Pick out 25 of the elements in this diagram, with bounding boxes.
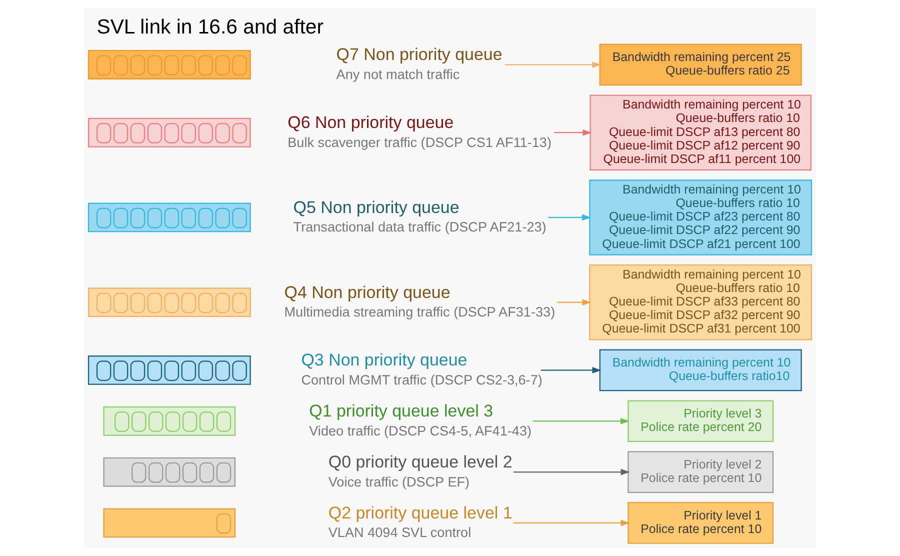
arrow (505, 62, 602, 68)
node-text: Q5 Non priority queue Transactional data traffic (DSCP AF21-23) (293, 198, 546, 235)
node-box: Bandwidth remaining percent 10 Queue-buffers ratio10 (599, 349, 802, 392)
arrow (513, 520, 630, 526)
node-text: Q4 Non priority queue Multimedia streaming traffic (DSCP AF31-33) (284, 282, 556, 320)
node-text: Q6 Non priority queue Bulk scavenger traffic (DSCP CS1 AF11-13) (288, 113, 552, 150)
node-box: Bandwidth remaining percent 10 Queue-buffers ratio 10 Queue-limit DSCP af13 percent 80 Queue-limit DSCP af12 percent 90 Queue-limit DSCP af11 percent 100 (590, 94, 812, 171)
node-text: Q2 priority queue level 1 VLAN 4094 SVL control (328, 503, 512, 540)
arrow (557, 299, 592, 306)
node-box: Priority level 1 Police rate percent 10 (628, 502, 774, 544)
arrow (513, 468, 630, 476)
node-box: Bandwidth remaining percent 10 Queue-buffers ratio 10 Queue-limit DSCP af23 percent 80 Queue-limit DSCP af22 percent 90 Queue-limit DSCP af21 percent 100 (589, 180, 812, 256)
arrow (548, 214, 592, 221)
node-box: Bandwidth remaining percent 25 Queue-buffers ratio 25 (599, 44, 802, 86)
node-box: Bandwidth remaining percent 10 Queue-buffers ratio 10 Queue-limit DSCP af33 percent 80 Queue-limit DSCP af32 percent 90 Queue-limit DSCP af31 percent 100 (589, 264, 812, 340)
node-box: Priority level 2 Police rate percent 10 (628, 451, 774, 493)
node-text: Q7 Non priority queue Any not match traffic (336, 45, 502, 82)
node-text: Q0 priority queue level 2 Voice traffic (DSCP EF) (328, 452, 512, 490)
diagram-title: SVL link in 16.6 and after (96, 16, 324, 39)
node-text: Q3 Non priority queue Control MGMT traffic (DSCP CS2-3,6-7) (301, 350, 542, 388)
node-text: Q1 priority queue level 3 Video traffic (DSCP CS4-5, AF41-43) (309, 402, 532, 438)
arrow (540, 367, 602, 374)
arrow (532, 418, 630, 424)
node-box: Priority level 3 Police rate percent 20 (628, 400, 774, 442)
arrow (554, 129, 592, 136)
